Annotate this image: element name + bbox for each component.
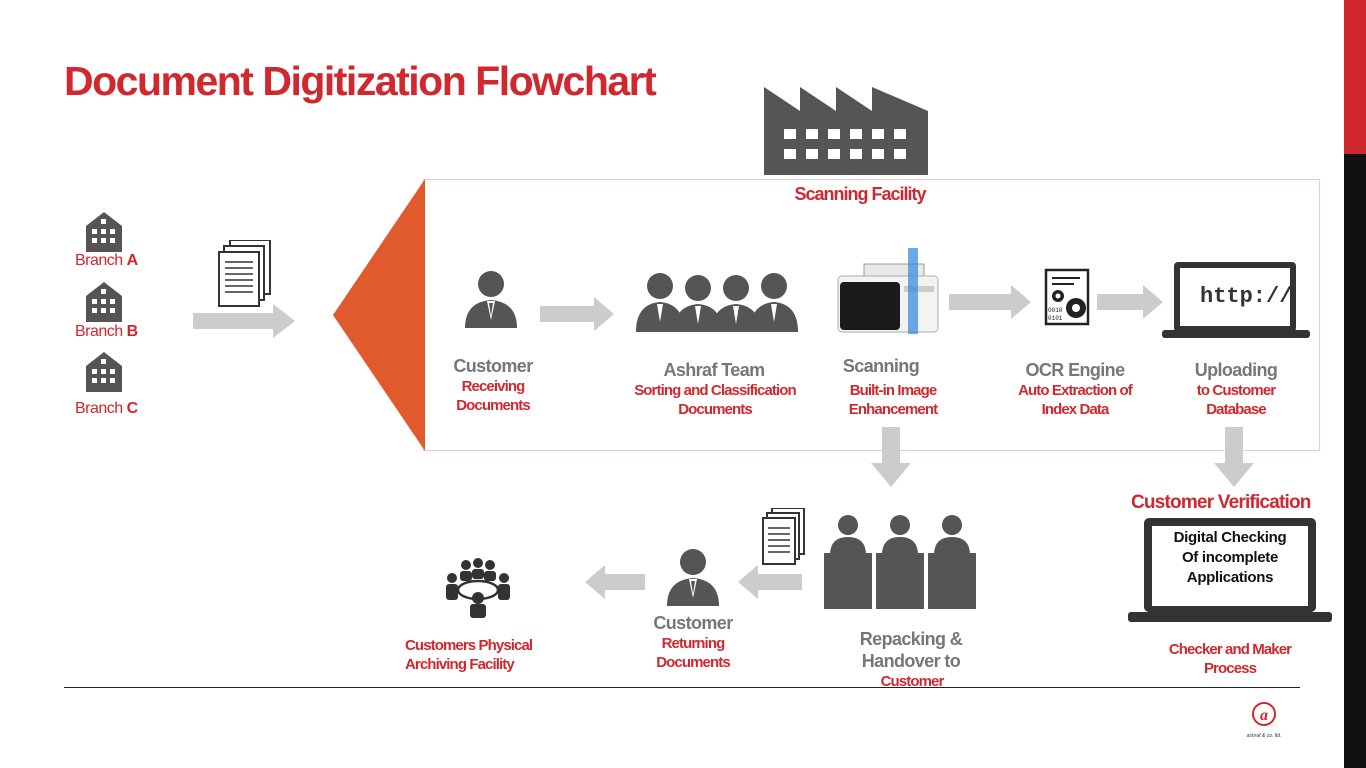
arrow-left-icon	[585, 565, 645, 604]
scanning-title: Scanning	[842, 356, 920, 376]
svg-text:a: a	[1260, 707, 1268, 724]
arrow-right-icon	[949, 285, 1031, 324]
receiving-title: Customer	[453, 356, 533, 376]
ocr-title: OCR Engine	[1025, 360, 1125, 380]
uploading-title: Uploading	[1194, 360, 1278, 380]
documents-icon	[218, 239, 272, 313]
returning-subtitle: Returning Documents	[656, 635, 730, 671]
logo-text: ashraf & co. ltd.	[1246, 733, 1282, 739]
verification-caption: Checker and Maker Process	[1168, 641, 1292, 677]
receiving-subtitle: Receiving Documents	[456, 378, 530, 414]
laptop-icon	[1162, 260, 1310, 345]
laptop-icon	[1128, 516, 1332, 629]
building-icon	[86, 212, 122, 257]
arrow-right-icon	[1097, 285, 1163, 324]
factory-icon	[764, 83, 928, 180]
funnel-triangle	[333, 179, 425, 451]
verification-screen-text: Digital Checking Of incomplete Applicati…	[1173, 529, 1287, 586]
building-icon	[86, 352, 122, 397]
meeting-icon	[444, 558, 512, 623]
scanning-subtitle: Built-in Image Enhancement	[848, 382, 938, 418]
arrow-right-icon	[193, 304, 295, 343]
facility-label: Scanning Facility	[794, 184, 926, 204]
branch-c-label: Branch C	[75, 400, 138, 417]
divider	[64, 687, 1300, 688]
arrow-left-icon	[738, 565, 802, 604]
ocr-subtitle: Auto Extraction of Index Data	[1018, 382, 1133, 418]
accent-bar-black	[1344, 154, 1366, 768]
verification-title: Customer Verification	[1131, 492, 1311, 513]
scanner-icon	[834, 246, 944, 341]
page-title: Document Digitization Flowchart	[64, 58, 657, 104]
svg-text:0101: 0101	[1048, 315, 1063, 322]
company-logo: a ashraf & co. ltd.	[1244, 700, 1284, 739]
branch-b-label: Branch B	[75, 323, 138, 340]
documents-icon	[762, 507, 806, 571]
branch-a-label: Branch A	[75, 252, 138, 269]
url-text: http://	[1200, 284, 1293, 309]
returning-title: Customer	[653, 613, 733, 633]
uploading-subtitle: to Customer Database	[1196, 382, 1276, 418]
building-icon	[86, 282, 122, 327]
team-icon	[636, 270, 802, 337]
team-subtitle: Sorting and Classification Documents	[634, 382, 797, 418]
repacking-subtitle: Customer	[880, 673, 945, 690]
repacking-title: Repacking & Handover to	[859, 629, 963, 671]
arrow-right-icon	[540, 297, 614, 336]
arrow-down-icon	[871, 427, 911, 492]
archive-label: Customers Physical Archiving Facility	[405, 637, 533, 673]
svg-text:0010: 0010	[1048, 307, 1063, 314]
team-title: Ashraf Team	[663, 360, 765, 380]
accent-bar-red	[1344, 0, 1366, 154]
arrow-down-icon	[1214, 427, 1254, 492]
desk-team-icon	[824, 513, 976, 616]
person-icon	[463, 270, 519, 333]
person-icon	[665, 548, 721, 611]
